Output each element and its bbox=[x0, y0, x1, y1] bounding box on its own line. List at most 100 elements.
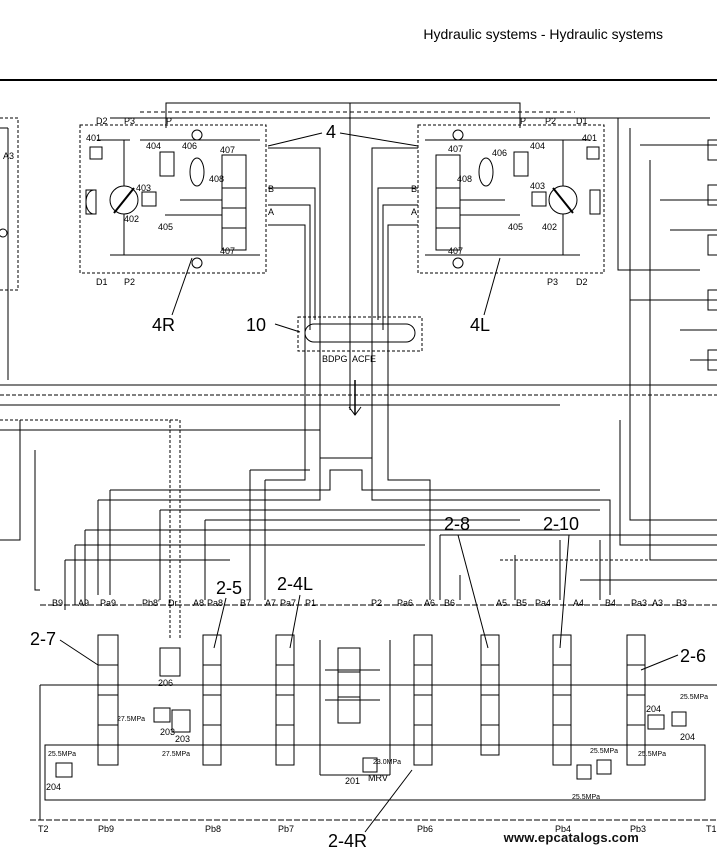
valve-bottom-port: Pb6 bbox=[417, 824, 433, 834]
upper-pipework bbox=[110, 102, 717, 561]
valve-top-port: Pa8 bbox=[207, 598, 223, 608]
valve-top-port: A5 bbox=[496, 598, 507, 608]
valve-top-port: B7 bbox=[240, 598, 251, 608]
swivel-port-labels: BDPG ACFE bbox=[322, 354, 376, 364]
valve-top-port: A7 bbox=[265, 598, 276, 608]
part-number: 404 bbox=[146, 141, 161, 151]
callout-swivel: 10 bbox=[246, 315, 266, 335]
part-number: 403 bbox=[136, 183, 151, 193]
valve-top-port: A6 bbox=[424, 598, 435, 608]
callout-section-2-7: 2-7 bbox=[30, 629, 56, 649]
valve-top-port: Pb8' bbox=[142, 598, 160, 608]
part-number: 408 bbox=[457, 174, 472, 184]
callout-section-2-10: 2-10 bbox=[543, 514, 579, 534]
callout-leaders bbox=[171, 132, 501, 333]
watermark: www.epcatalogs.com bbox=[503, 830, 639, 845]
valve-spools bbox=[55, 634, 687, 780]
part-number: 401 bbox=[582, 133, 597, 143]
valve-bottom-port: T2 bbox=[38, 824, 49, 834]
port-label: P3 bbox=[547, 277, 558, 287]
part-number: 402 bbox=[542, 222, 557, 232]
valve-top-port: P2 bbox=[371, 598, 382, 608]
callout-section-2-5: 2-5 bbox=[216, 578, 242, 598]
valve-bottom-port: Pb9 bbox=[98, 824, 114, 834]
part-number: 403 bbox=[530, 181, 545, 191]
valve-top-port: A4 bbox=[573, 598, 584, 608]
callout-motor-right: 4R bbox=[152, 315, 175, 335]
part-number: 407 bbox=[220, 145, 235, 155]
port-label: A bbox=[268, 207, 274, 217]
relief-pressure: 25.5MPa bbox=[572, 794, 600, 801]
callout-section-2-4l: 2-4L bbox=[277, 574, 313, 594]
valve-bottom-port: Pb7 bbox=[278, 824, 294, 834]
lower-callout-leaders bbox=[59, 380, 679, 833]
lower-pipework bbox=[30, 360, 717, 821]
valve-top-port: B5 bbox=[516, 598, 527, 608]
port-label: P bbox=[520, 116, 526, 126]
callout-swing-motors: 4 bbox=[326, 122, 336, 142]
part-number: 407 bbox=[448, 144, 463, 154]
valve-bottom-port: T1 bbox=[706, 824, 717, 834]
valve-top-port: Pa7 bbox=[280, 598, 296, 608]
swing-motor-left bbox=[417, 124, 605, 274]
part-number: 405 bbox=[508, 222, 523, 232]
callout-motor-left: 4L bbox=[470, 315, 490, 335]
valve-top-port: P1 bbox=[305, 598, 316, 608]
swing-motor-right bbox=[79, 124, 267, 274]
part-number: 206 bbox=[158, 678, 173, 688]
valve-top-port: B3 bbox=[676, 598, 687, 608]
part-number: 408 bbox=[209, 174, 224, 184]
part-number: 204 bbox=[680, 732, 695, 742]
port-label: A bbox=[411, 207, 417, 217]
port-label: D1 bbox=[576, 116, 588, 126]
valve-top-port: A9 bbox=[78, 598, 89, 608]
part-number: 406 bbox=[182, 141, 197, 151]
valve-bottom-port: Pb3 bbox=[630, 824, 646, 834]
part-number: 204 bbox=[646, 704, 661, 714]
relief-pressure: 25.5MPa bbox=[680, 694, 708, 701]
part-number: 407 bbox=[220, 246, 235, 256]
port-label: B bbox=[268, 184, 274, 194]
valve-bottom-port: Pb4 bbox=[555, 824, 571, 834]
relief-pressure: 25.5MPa bbox=[48, 751, 76, 758]
valve-top-port: Pa6 bbox=[397, 598, 413, 608]
port-label: P bbox=[166, 116, 172, 126]
port-label: D1 bbox=[96, 277, 108, 287]
part-number: 203 bbox=[160, 727, 175, 737]
valve-top-port: B9 bbox=[52, 598, 63, 608]
port-label: D2 bbox=[576, 277, 588, 287]
valve-top-port: Pa3 bbox=[631, 598, 647, 608]
left-edge-port-label: A3 bbox=[3, 151, 14, 161]
port-label: D2 bbox=[96, 116, 108, 126]
valve-top-port: Pa4 bbox=[535, 598, 551, 608]
callout-section-2-8: 2-8 bbox=[444, 514, 470, 534]
relief-pressure: 25.5MPa bbox=[638, 751, 666, 758]
part-number: 203 bbox=[175, 734, 190, 744]
relief-pressure: 25.5MPa bbox=[590, 748, 618, 755]
callout-section-2-4r: 2-4R bbox=[328, 831, 367, 851]
swivel-joint bbox=[297, 316, 423, 352]
part-number: 201 bbox=[345, 776, 360, 786]
right-edge-blocks bbox=[707, 139, 717, 371]
port-label: P3 bbox=[124, 116, 135, 126]
valve-top-port: Pa9 bbox=[100, 598, 116, 608]
valve-top-port: A8 bbox=[193, 598, 204, 608]
part-number: 402 bbox=[124, 214, 139, 224]
part-number: 401 bbox=[86, 133, 101, 143]
part-number: 405 bbox=[158, 222, 173, 232]
port-label: B bbox=[411, 184, 417, 194]
left-edge-pipework bbox=[0, 117, 717, 591]
header-divider bbox=[0, 79, 717, 81]
valve-top-port: Dr bbox=[168, 598, 178, 608]
valve-top-port: A3 bbox=[652, 598, 663, 608]
part-number: 404 bbox=[530, 141, 545, 151]
part-number: 406 bbox=[492, 148, 507, 158]
valve-bottom-port: Pb8 bbox=[205, 824, 221, 834]
port-label: P2 bbox=[124, 277, 135, 287]
part-number: 407 bbox=[448, 246, 463, 256]
callout-section-2-6: 2-6 bbox=[680, 646, 706, 666]
port-label: P2 bbox=[545, 116, 556, 126]
page-title: Hydraulic systems - Hydraulic systems bbox=[423, 26, 663, 42]
mrv-label: MRV bbox=[368, 773, 388, 783]
